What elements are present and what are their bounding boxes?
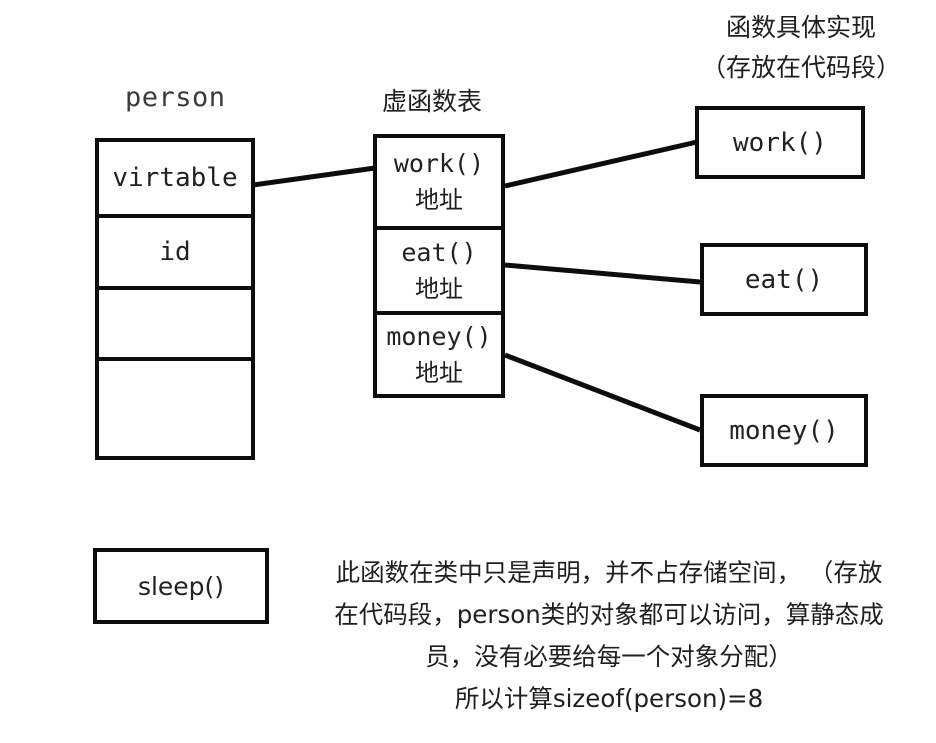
implementation-title-line1: 函数具体实现 [725,13,876,42]
explanation-note-line-1: 此函数在类中只是声明，并不占存储空间， （存放 [335,558,883,587]
vtable-entry-money-addr: 地址 [415,358,463,387]
sleep-box: sleep() [93,548,269,624]
explanation-note-line-2: 在代码段，person类的对象都可以访问，算静态成 [334,600,884,629]
vtable-entry-work: work() 地址 [377,138,501,226]
connector-vtable-money-to-impl [504,352,701,433]
vtable-entry-eat: eat() 地址 [377,226,501,311]
struct-cell-virtable-label: virtable [112,163,238,193]
struct-cell-empty-1 [99,286,251,357]
vtable-title: 虚函数表 [382,87,483,116]
impl-box-eat: eat() [700,243,868,316]
sleep-box-label: sleep() [137,571,225,601]
vtable-entry-money-fn: money() [386,321,492,351]
struct-cell-empty-2 [99,357,251,456]
connector-virtable-to-vtable [252,165,376,188]
vtable-entry-money: money() 地址 [377,311,501,394]
struct-cell-id-label: id [159,237,191,267]
connector-vtable-eat-to-impl [504,262,701,285]
struct-cell-id: id [99,214,251,286]
impl-box-money-label: money() [729,415,839,446]
explanation-note-line-3: 员，没有必要给每一个对象分配） [425,642,793,671]
explanation-note-line-4: 所以计算sizeof(person)=8 [454,684,764,713]
connector-vtable-work-to-impl [504,139,698,189]
impl-box-eat-label: eat() [744,264,824,295]
implementation-title-line2: （存放在代码段） [700,53,901,82]
impl-box-money: money() [700,394,868,467]
vtable-entry-work-fn: work() [393,149,485,178]
explanation-note: 此函数在类中只是声明，并不占存储空间， （存放 在代码段，person类的对象都… [294,552,924,720]
impl-box-work-label: work() [733,127,827,158]
vtable: work() 地址 eat() 地址 money() 地址 [373,134,505,398]
person-struct: virtable id [95,138,255,460]
vtable-entry-eat-addr: 地址 [415,274,463,303]
vtable-entry-eat-fn: eat() [401,237,477,267]
vtable-entry-work-addr: 地址 [415,186,463,214]
struct-cell-virtable: virtable [99,142,251,214]
impl-box-work: work() [695,106,865,179]
person-title: person [125,82,226,113]
